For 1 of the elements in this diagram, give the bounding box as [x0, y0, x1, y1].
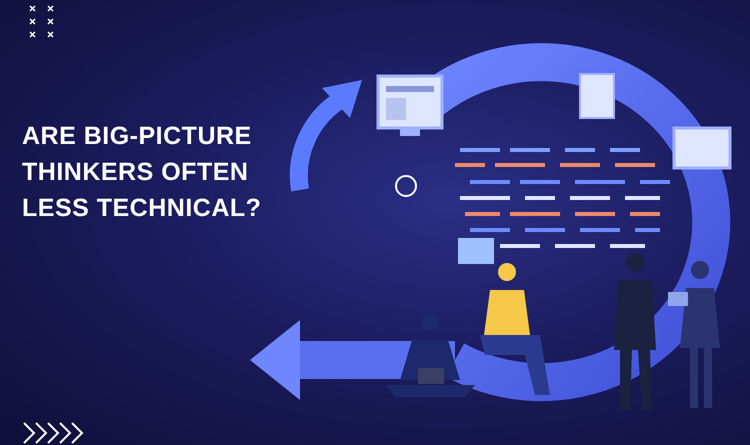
headline: ARE BIG-PICTURE THINKERS OFTEN LESS TECHNICAL? — [22, 121, 262, 224]
